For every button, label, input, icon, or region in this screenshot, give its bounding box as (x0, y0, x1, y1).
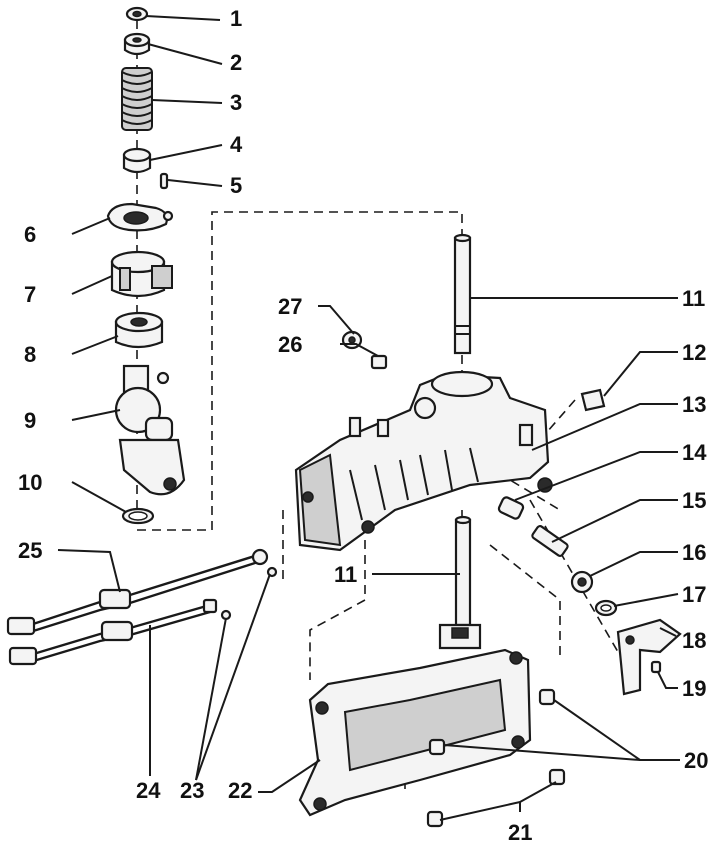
screw-part (650, 660, 662, 674)
base-plate-part (298, 648, 532, 817)
callout-16: 16 (682, 540, 707, 565)
callout-11-top: 11 (682, 286, 706, 311)
callout-27: 27 (278, 294, 303, 319)
cable-clip-part (220, 566, 278, 621)
callout-11-bottom: 11 (334, 562, 358, 587)
callout-25: 25 (18, 538, 43, 563)
shift-lever-ball-part (114, 364, 186, 496)
callout-1: 1 (230, 6, 243, 31)
callout-24: 24 (136, 778, 161, 803)
mounting-bolt-part (428, 688, 556, 756)
callout-7: 7 (24, 282, 37, 307)
shift-cable-part (6, 548, 269, 636)
o-ring-part (121, 507, 155, 525)
callout-3: 3 (230, 90, 243, 115)
lower-shaft-part (438, 515, 482, 650)
retaining-clip-part (106, 202, 174, 232)
callout-9: 9 (24, 408, 37, 433)
callout-2: 2 (230, 50, 243, 75)
gearshift-housing-part (294, 370, 553, 552)
bolt-part (370, 354, 388, 370)
callout-19: 19 (682, 676, 707, 701)
small-clip-part (580, 388, 606, 412)
selector-cable-part (8, 598, 218, 666)
selector-lever-part (616, 618, 682, 696)
nut-part (570, 570, 594, 594)
callout-8: 8 (24, 342, 37, 367)
callout-13: 13 (682, 392, 707, 417)
callout-4: 4 (230, 132, 243, 157)
callout-10: 10 (18, 470, 43, 495)
callout-5: 5 (230, 173, 243, 198)
leader-lines (57, 15, 680, 821)
guide-pin-part (531, 525, 569, 557)
callout-17: 17 (682, 582, 707, 607)
upper-spring-cup-part (123, 32, 151, 56)
callout-15: 15 (682, 488, 707, 513)
sleeve-housing-part (110, 250, 173, 298)
spring-part (121, 67, 153, 131)
callout-14: 14 (682, 440, 707, 465)
callout-6: 6 (24, 222, 37, 247)
pin-part (159, 172, 169, 190)
upper-shaft-part (453, 233, 472, 355)
callout-12: 12 (682, 340, 707, 365)
callout-20: 20 (684, 748, 709, 773)
callout-22: 22 (228, 778, 253, 803)
bushing-part (114, 311, 164, 349)
fixing-bolt-part (426, 768, 566, 828)
callout-26: 26 (278, 332, 303, 357)
lower-spring-cup-part (122, 147, 152, 174)
guide-bushing-part (497, 496, 525, 520)
callout-23: 23 (180, 778, 205, 803)
callout-18: 18 (682, 628, 707, 653)
circlip-part (125, 6, 149, 22)
spring-clip-part (594, 599, 618, 617)
callout-21: 21 (508, 820, 533, 845)
